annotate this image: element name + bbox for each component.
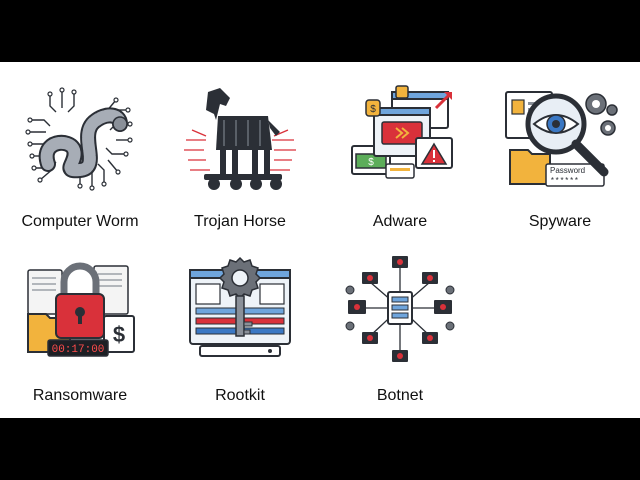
computer-worm-icon — [25, 87, 133, 191]
tile-trojan-horse: Trojan Horse — [160, 62, 320, 234]
item-label: Trojan Horse — [194, 213, 286, 230]
malware-types-grid: Computer Worm Trojan Horse — [0, 62, 640, 418]
botnet-icon — [345, 256, 455, 362]
rootkit-icon — [189, 256, 291, 357]
item-label: Rootkit — [215, 387, 265, 404]
spyware-password-mask: ****** — [550, 177, 579, 186]
spyware-password-label: Password — [550, 166, 585, 175]
adware-money-symbol: $ — [368, 157, 374, 168]
ransom-timer: 00:17:00 — [52, 344, 105, 356]
item-label: Computer Worm — [21, 213, 139, 230]
tile-adware: $ $ Adware — [320, 62, 480, 234]
tile-computer-worm: Computer Worm — [0, 62, 160, 234]
item-label: Spyware — [528, 213, 592, 230]
item-label: Botnet — [376, 387, 424, 404]
ransom-dollar: $ — [113, 322, 125, 347]
adware-bag-symbol: $ — [370, 104, 376, 115]
tile-botnet: Botnet — [320, 234, 480, 406]
trojan-horse-icon — [184, 88, 296, 190]
item-label: Adware — [372, 213, 428, 230]
tile-rootkit: Rootkit — [160, 234, 320, 406]
item-label: Ransomware — [32, 387, 128, 404]
adware-icon: $ $ — [351, 85, 453, 179]
tile-ransomware: $ 00:17:00 Ransomware — [0, 234, 160, 406]
spyware-icon: Password ****** — [505, 91, 618, 187]
tile-spyware: Password ****** Spyware — [480, 62, 640, 234]
ransomware-icon: $ 00:17:00 — [27, 262, 135, 357]
